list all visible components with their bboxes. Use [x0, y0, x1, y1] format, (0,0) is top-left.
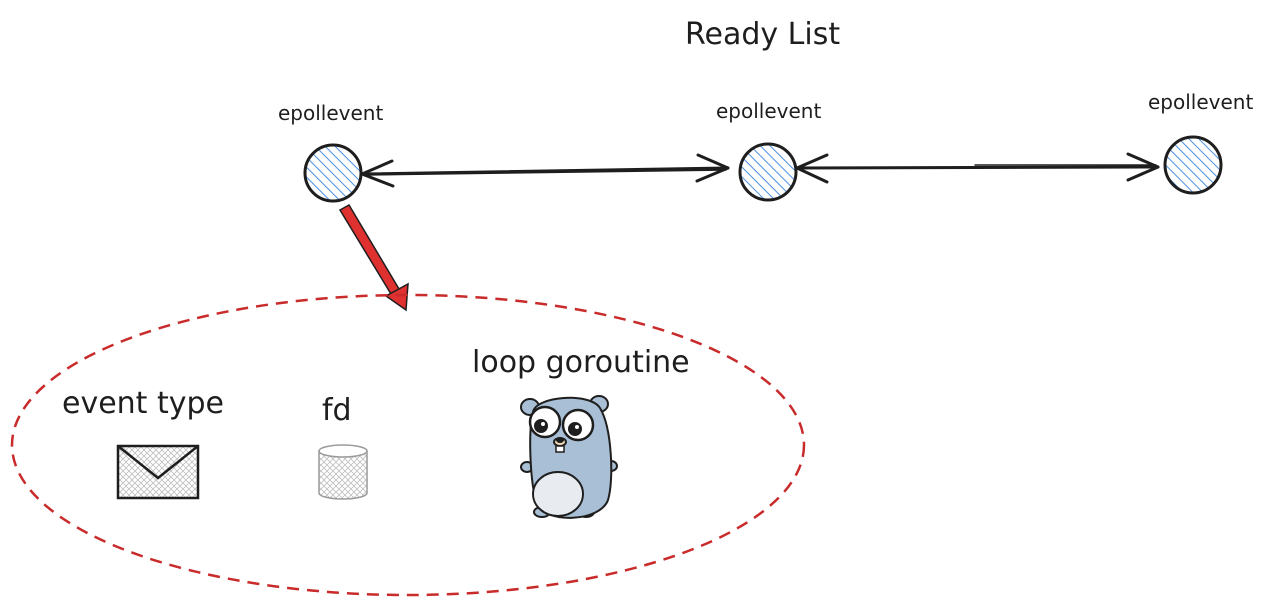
node-label-2: epollevent [716, 99, 821, 123]
fd-label: fd [322, 393, 352, 428]
link-arrow-1-2 [360, 153, 730, 188]
loop-goroutine-label: loop goroutine [472, 345, 690, 380]
node-label-1: epollevent [278, 101, 383, 125]
diagram-title: Ready List [685, 17, 840, 52]
detail-pointer-arrow [338, 203, 409, 312]
event-type-label: event type [62, 386, 224, 421]
link-arrow-2-3 [795, 152, 1160, 184]
go-gopher-icon [520, 395, 618, 519]
epollevent-node-3 [1163, 135, 1223, 195]
epollevent-node-2 [738, 142, 798, 202]
database-cylinder-icon [318, 444, 368, 500]
epollevent-node-1 [303, 143, 363, 203]
detail-group-outline [10, 293, 806, 597]
node-label-3: epollevent [1148, 90, 1253, 114]
envelope-icon [116, 444, 200, 500]
